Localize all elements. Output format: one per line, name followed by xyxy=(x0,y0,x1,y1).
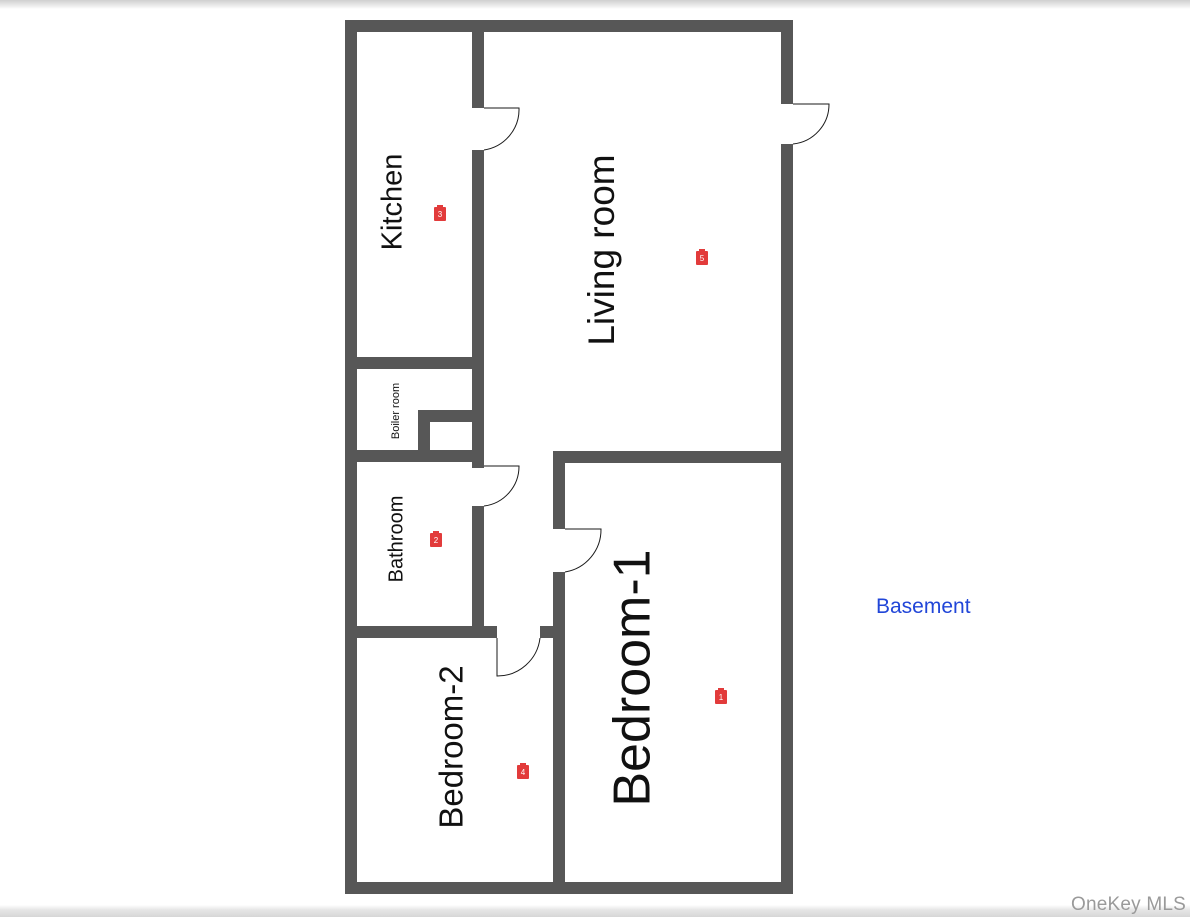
marker-number: 5 xyxy=(700,254,705,263)
door-swings xyxy=(483,103,830,677)
boiler-room-label: Boiler room xyxy=(390,383,402,439)
watermark: OneKey MLS xyxy=(1071,894,1186,915)
marker-number: 2 xyxy=(434,536,439,545)
marker-kitchen[interactable]: 3 xyxy=(434,205,446,221)
bedroom-2-label: Bedroom-2 xyxy=(433,665,470,828)
top-edge xyxy=(0,0,1190,9)
floor-label: Basement xyxy=(876,595,971,618)
bottom-edge xyxy=(0,905,1190,917)
camera-marker-icon xyxy=(517,765,529,779)
marker-bedroom-2[interactable]: 4 xyxy=(517,763,529,779)
marker-number: 4 xyxy=(521,768,526,777)
marker-bedroom-1[interactable]: 1 xyxy=(715,688,727,704)
camera-marker-icon xyxy=(715,690,727,704)
camera-marker-icon xyxy=(696,251,708,265)
bathroom-label: Bathroom xyxy=(385,496,407,583)
marker-living-room[interactable]: 5 xyxy=(696,249,708,265)
marker-number: 1 xyxy=(719,693,724,702)
camera-marker-icon xyxy=(434,207,446,221)
marker-number: 3 xyxy=(438,210,443,219)
door-bathroom-icon xyxy=(483,465,520,507)
walls xyxy=(345,20,793,894)
living-room-label: Living room xyxy=(581,154,622,345)
door-kitchen-icon xyxy=(483,107,520,151)
door-entry-icon xyxy=(792,103,830,145)
marker-bathroom[interactable]: 2 xyxy=(430,531,442,547)
bedroom-1-label: Bedroom-1 xyxy=(604,549,662,806)
kitchen-label: Kitchen xyxy=(377,154,409,251)
door-bedroom-2-icon xyxy=(496,637,541,677)
door-bedroom-1-icon xyxy=(564,528,602,573)
camera-marker-icon xyxy=(430,533,442,547)
